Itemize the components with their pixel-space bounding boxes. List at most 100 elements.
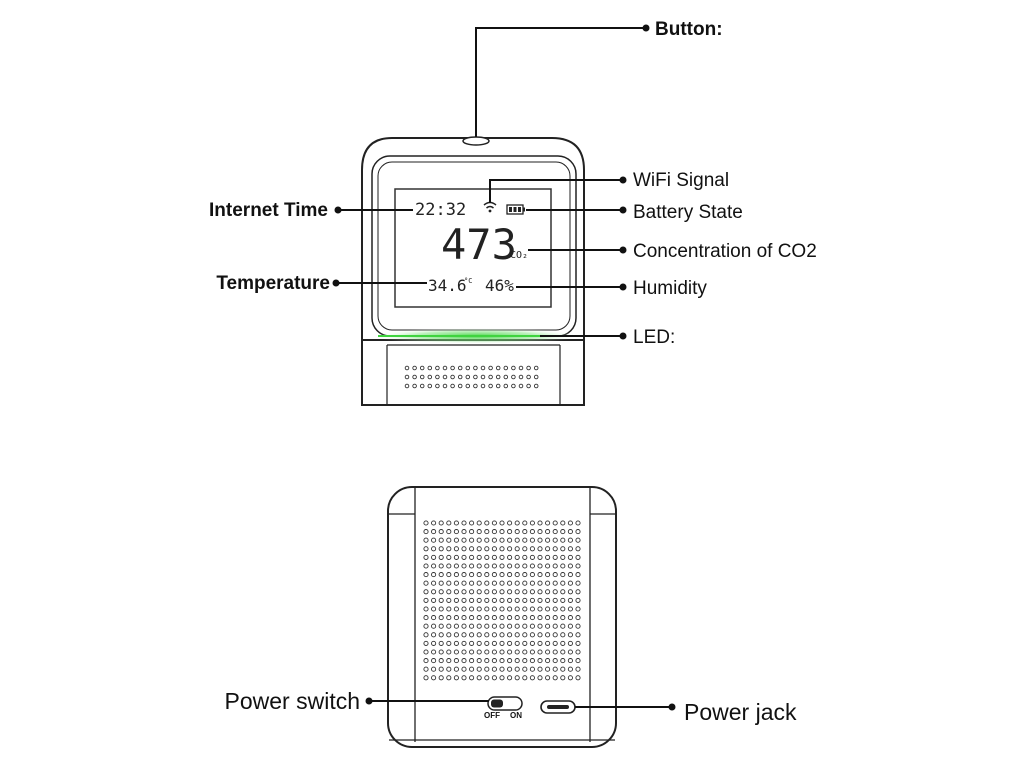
grille-hole — [431, 615, 437, 621]
grille-hole — [567, 546, 573, 552]
grille-hole — [529, 580, 535, 586]
grille-hole — [514, 658, 520, 664]
grille-hole — [507, 563, 513, 569]
grille-hole — [522, 572, 528, 578]
grille-hole — [567, 572, 573, 578]
grille-hole — [552, 658, 558, 664]
grille-hole — [442, 365, 448, 371]
grille-hole — [438, 640, 444, 646]
grille-hole — [575, 615, 581, 621]
grille-hole — [537, 546, 543, 552]
grille-hole — [514, 580, 520, 586]
grille-hole — [446, 632, 452, 638]
grille-hole — [567, 554, 573, 560]
grille-hole — [507, 666, 513, 672]
grille-hole — [491, 623, 497, 629]
grille-hole — [567, 632, 573, 638]
grille-hole — [575, 649, 581, 655]
grille-hole — [545, 632, 551, 638]
grille-hole — [537, 572, 543, 578]
grille-hole — [560, 589, 566, 595]
grille-hole — [522, 520, 528, 526]
grille-hole — [495, 383, 501, 389]
grille-hole — [514, 666, 520, 672]
grille-hole — [469, 563, 475, 569]
grille-hole — [499, 675, 505, 681]
grille-hole — [575, 563, 581, 569]
grille-hole — [476, 589, 482, 595]
grille-hole — [412, 383, 417, 389]
grille-hole — [453, 580, 459, 586]
grille-hole — [499, 580, 505, 586]
grille-hole — [431, 666, 437, 672]
grille-hole — [507, 632, 513, 638]
grille-hole — [446, 666, 452, 672]
grille-hole — [522, 546, 528, 552]
grille-hole — [499, 623, 505, 629]
grille-hole — [446, 623, 452, 629]
grille-hole — [507, 623, 513, 629]
grille-hole — [537, 563, 543, 569]
grille-hole — [484, 666, 490, 672]
grille-hole — [431, 546, 437, 552]
grille-hole — [412, 365, 417, 371]
label-button: Button: — [655, 19, 723, 40]
grille-hole — [491, 563, 497, 569]
grille-hole — [522, 529, 528, 535]
grille-hole — [518, 383, 524, 389]
label-wifi-signal: WiFi Signal — [633, 170, 729, 191]
grille-hole — [431, 632, 437, 638]
grille-hole — [537, 554, 543, 560]
grille-hole — [476, 640, 482, 646]
grille-hole — [537, 632, 543, 638]
label-co2: Concentration of CO2 — [633, 241, 817, 262]
grille-hole — [431, 606, 437, 612]
top-button[interactable] — [462, 136, 490, 146]
grille-hole — [567, 615, 573, 621]
grille-hole — [461, 597, 467, 603]
front-speaker-grille — [404, 365, 539, 389]
grille-hole — [491, 615, 497, 621]
grille-hole — [545, 666, 551, 672]
grille-hole — [476, 606, 482, 612]
power-jack[interactable] — [540, 700, 576, 714]
grille-hole — [423, 529, 429, 535]
grille-hole — [491, 580, 497, 586]
grille-hole — [552, 572, 558, 578]
grille-hole — [514, 640, 520, 646]
grille-hole — [438, 615, 444, 621]
grille-hole — [431, 649, 437, 655]
grille-hole — [453, 537, 459, 543]
grille-hole — [533, 383, 539, 389]
grille-hole — [484, 563, 490, 569]
grille-hole — [507, 572, 513, 578]
grille-hole — [473, 374, 478, 380]
grille-hole — [423, 623, 429, 629]
grille-hole — [484, 597, 490, 603]
grille-hole — [507, 546, 513, 552]
grille-hole — [545, 580, 551, 586]
grille-hole — [552, 589, 558, 595]
grille-hole — [575, 580, 581, 586]
grille-hole — [438, 597, 444, 603]
grille-hole — [507, 529, 513, 535]
grille-hole — [438, 572, 444, 578]
grille-hole — [545, 597, 551, 603]
grille-hole — [507, 589, 513, 595]
grille-hole — [484, 520, 490, 526]
grille-hole — [423, 589, 429, 595]
grille-hole — [431, 554, 437, 560]
grille-hole — [484, 632, 490, 638]
label-power-switch: Power switch — [225, 688, 360, 714]
back-speaker-grille — [423, 520, 581, 681]
grille-hole — [514, 632, 520, 638]
grille-hole — [575, 529, 581, 535]
power-switch[interactable] — [487, 696, 523, 711]
grille-hole — [461, 554, 467, 560]
grille-hole — [499, 554, 505, 560]
grille-hole — [431, 589, 437, 595]
grille-hole — [423, 666, 429, 672]
grille-hole — [545, 520, 551, 526]
grille-hole — [461, 572, 467, 578]
grille-hole — [552, 649, 558, 655]
